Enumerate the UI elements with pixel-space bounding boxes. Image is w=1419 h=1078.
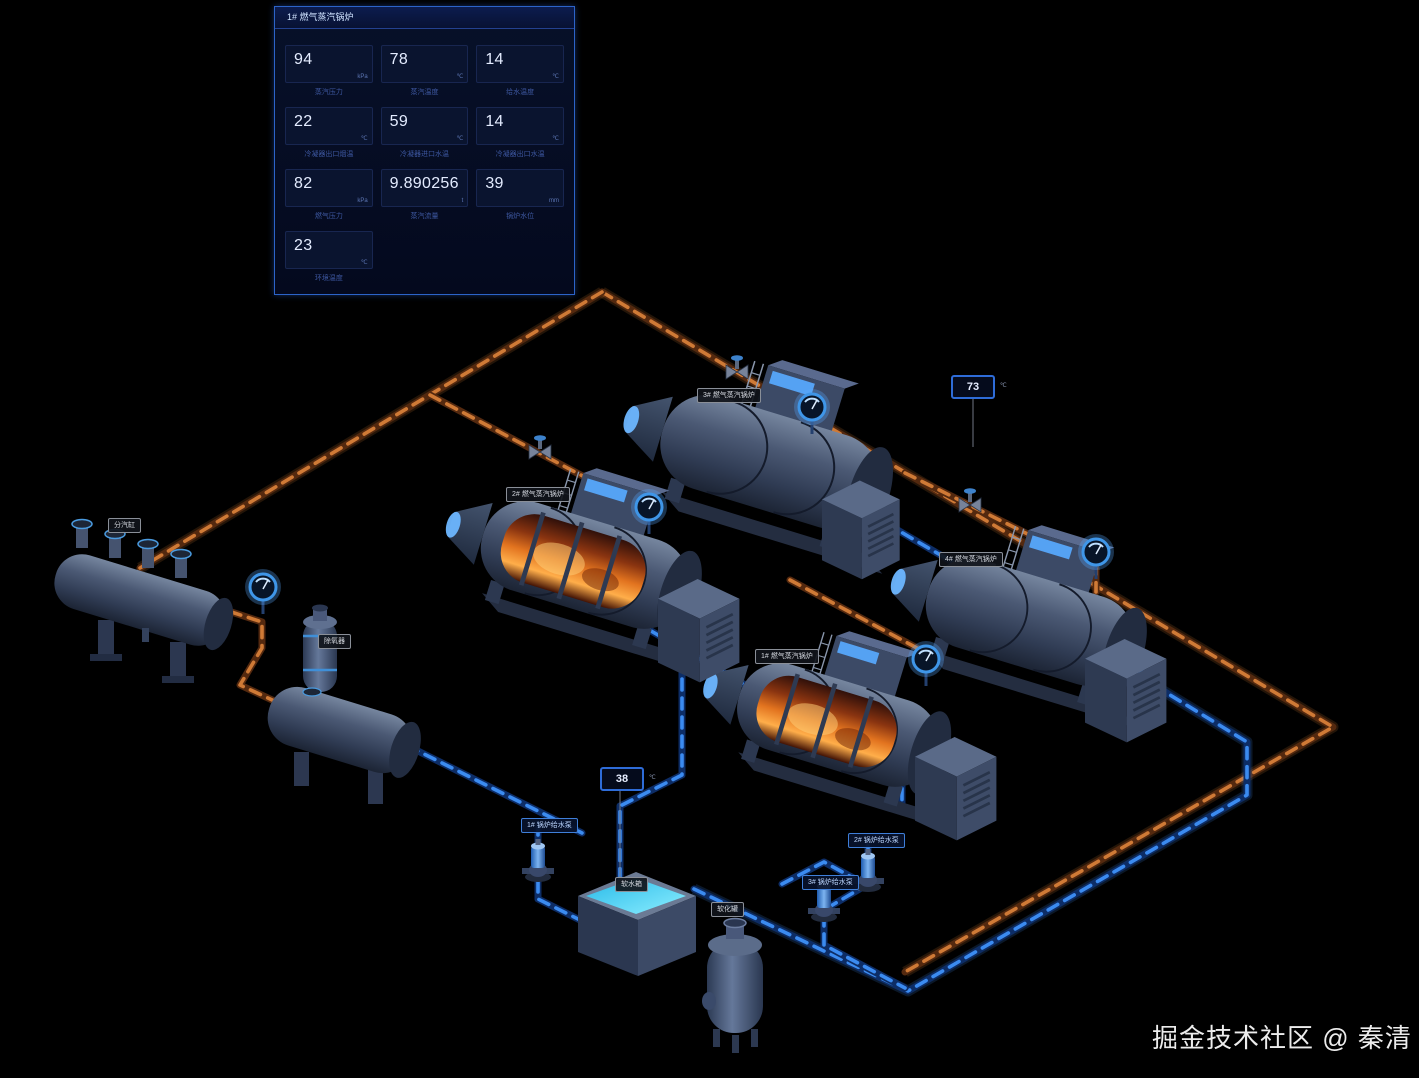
watermark: 掘金技术社区 @ 秦清 xyxy=(1152,1023,1412,1053)
panel-title: 1# 燃气蒸汽锅炉 xyxy=(275,7,574,29)
stat-feedwater-temp: 14℃ 给水温度 xyxy=(476,45,564,97)
stat-condenser-outlet-water-temp: 14℃ 冷凝器出口水温 xyxy=(476,107,564,159)
stat-steam-temp: 78℃ 蒸汽温度 xyxy=(380,45,469,97)
tag-boiler-4[interactable]: 4# 燃气蒸汽锅炉 xyxy=(939,552,1003,567)
softener-vessel[interactable] xyxy=(702,917,763,1054)
tag-feed-pump-1[interactable]: 1# 锅炉给水泵 xyxy=(521,818,578,833)
softened-water-tank[interactable] xyxy=(578,872,696,976)
tag-deaerator[interactable]: 除氧器 xyxy=(318,634,351,649)
sensor-readout-38-unit: ℃ xyxy=(649,775,656,781)
tag-softener-vessel[interactable]: 软化罐 xyxy=(711,902,744,917)
tag-feed-pump-3[interactable]: 3# 锅炉给水泵 xyxy=(802,875,859,890)
cabinet-boiler-1 xyxy=(913,735,998,842)
tag-boiler-3[interactable]: 3# 燃气蒸汽锅炉 xyxy=(697,388,761,403)
cabinet-boiler-2 xyxy=(656,577,741,684)
tag-boiler-1[interactable]: 1# 燃气蒸汽锅炉 xyxy=(755,649,819,664)
tag-feed-pump-2[interactable]: 2# 锅炉给水泵 xyxy=(848,833,905,848)
tag-steam-header[interactable]: 分汽缸 xyxy=(108,518,141,533)
pressure-gauge xyxy=(911,644,941,686)
deaerator[interactable] xyxy=(260,604,427,805)
stat-condenser-outlet-flue-temp: 22℃ 冷凝器出口烟温 xyxy=(285,107,373,159)
stat-ambient-temp: 23℃ 环境温度 xyxy=(285,231,373,283)
sensor-readout-73-unit: ℃ xyxy=(1000,383,1007,389)
sensor-readout-38: 38 xyxy=(600,767,644,791)
cabinet-boiler-4 xyxy=(1083,637,1168,744)
feed-pump-1[interactable] xyxy=(522,839,554,882)
steam-header[interactable] xyxy=(48,518,239,684)
sensor-readout-73: 73 xyxy=(951,375,995,399)
tag-boiler-2[interactable]: 2# 燃气蒸汽锅炉 xyxy=(506,487,570,502)
stat-condenser-inlet-water-temp: 59℃ 冷凝器进口水温 xyxy=(380,107,469,159)
cabinet-boiler-3 xyxy=(820,479,902,581)
tag-water-tank[interactable]: 软水箱 xyxy=(615,877,648,892)
pressure-gauge xyxy=(248,572,278,614)
